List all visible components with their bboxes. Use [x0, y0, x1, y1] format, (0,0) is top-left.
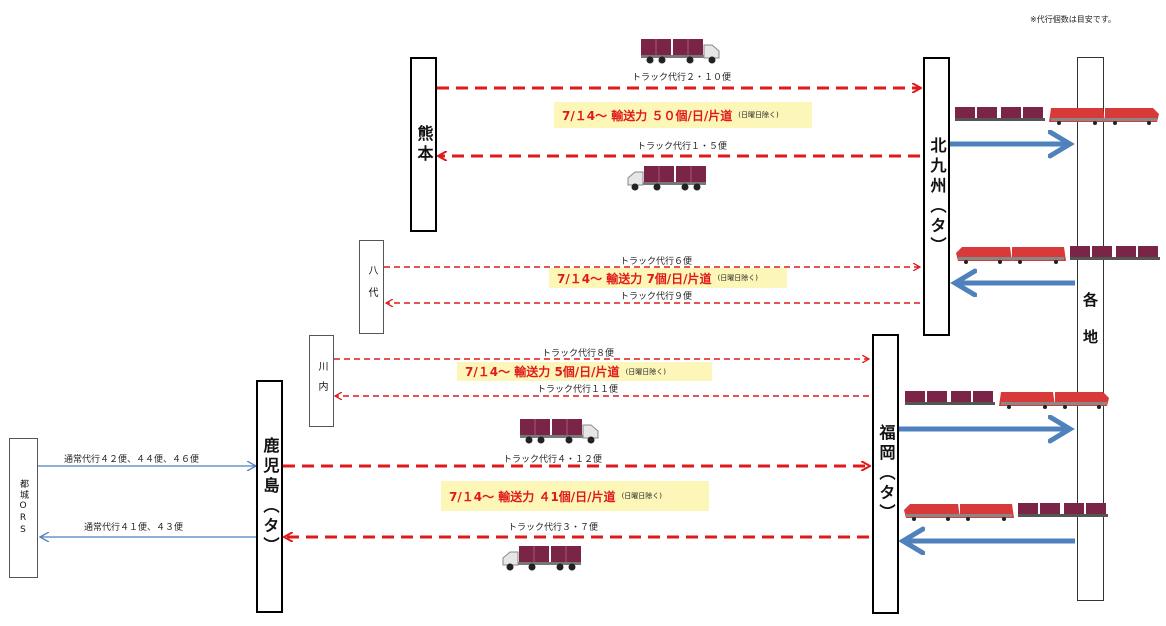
kumamoto-station: 熊本	[410, 57, 437, 232]
freight-train-icon	[904, 503, 1108, 521]
kumamoto-label: 熊本	[414, 124, 434, 165]
fukuoka-station: 福岡（タ）	[872, 334, 899, 614]
freight-train-icon	[955, 107, 1159, 125]
kagoshima-in-label: トラック代行３・７便	[508, 523, 599, 533]
kagoshima-capacity-banner: 7/１4～ 輸送力 ４1個/日/片道 (日曜日除く)	[441, 481, 709, 511]
kakuchi-label: 各地	[1081, 292, 1099, 366]
kagoshima-capacity-text: 7/１4～ 輸送力 ４1個/日/片道	[449, 489, 616, 504]
freight-train-icon	[956, 246, 1160, 264]
kumamoto-in-label: トラック代行１・５便	[637, 142, 728, 152]
sendai-station: 川内	[309, 335, 334, 427]
kumamoto-capacity-banner: 7/１4～ 輸送力 ５０個/日/片道 (日曜日除く)	[554, 102, 812, 128]
fukuoka-label: 福岡（タ）	[876, 424, 896, 524]
kitakyushu-label: 北九州（タ）	[927, 136, 947, 257]
kumamoto-out-label: トラック代行２・１０便	[632, 73, 732, 83]
sendai-in-label: トラック代行１１便	[537, 385, 619, 395]
kumamoto-capacity-text: 7/１4～ 輸送力 ５０個/日/片道	[562, 108, 733, 123]
kagoshima-out-label: トラック代行４・１２便	[503, 455, 603, 465]
sendai-capacity-text: 7/１4～ 輸送力 5個/日/片道	[465, 365, 620, 379]
yatsushiro-in-label: トラック代行９便	[620, 292, 693, 302]
kumamoto-capacity-sub: (日曜日除く)	[738, 111, 779, 119]
yatsushiro-station: 八代	[359, 240, 384, 334]
sendai-label: 川内	[316, 361, 327, 401]
miyakonojo-station: 都城ORS	[9, 438, 38, 578]
sendai-out-label: トラック代行８便	[542, 349, 615, 359]
yatsushiro-out-label: トラック代行６便	[620, 257, 693, 267]
miyakonojo-out-label: 通常代行４２便、４４便、４６便	[64, 455, 200, 465]
container-truck-icon	[627, 166, 706, 191]
kagoshima-station: 鹿児島（タ）	[256, 380, 283, 613]
yatsushiro-label: 八代	[366, 265, 377, 309]
yatsushiro-capacity-sub: (日曜日除く)	[717, 274, 759, 282]
container-truck-icon	[502, 546, 581, 571]
yatsushiro-capacity-banner: 7/１4～ 輸送力 7個/日/片道 (日曜日除く)	[549, 268, 787, 288]
kagoshima-label: 鹿児島（タ）	[260, 436, 280, 557]
kagoshima-capacity-sub: (日曜日除く)	[621, 492, 663, 500]
sendai-capacity-banner: 7/１4～ 輸送力 5個/日/片道 (日曜日除く)	[457, 362, 712, 381]
freight-train-icon	[905, 391, 1109, 409]
sendai-capacity-sub: (日曜日除く)	[625, 367, 667, 376]
container-truck-icon	[520, 419, 599, 444]
footnote: ※代行個数は目安です。	[1030, 15, 1116, 24]
miyakonojo-label: 都城ORS	[18, 479, 28, 537]
yatsushiro-capacity-text: 7/１4～ 輸送力 7個/日/片道	[557, 271, 712, 286]
container-truck-icon	[641, 39, 720, 64]
miyakonojo-in-label: 通常代行４１便、４３便	[84, 523, 184, 533]
kitakyushu-station: 北九州（タ）	[923, 57, 950, 336]
